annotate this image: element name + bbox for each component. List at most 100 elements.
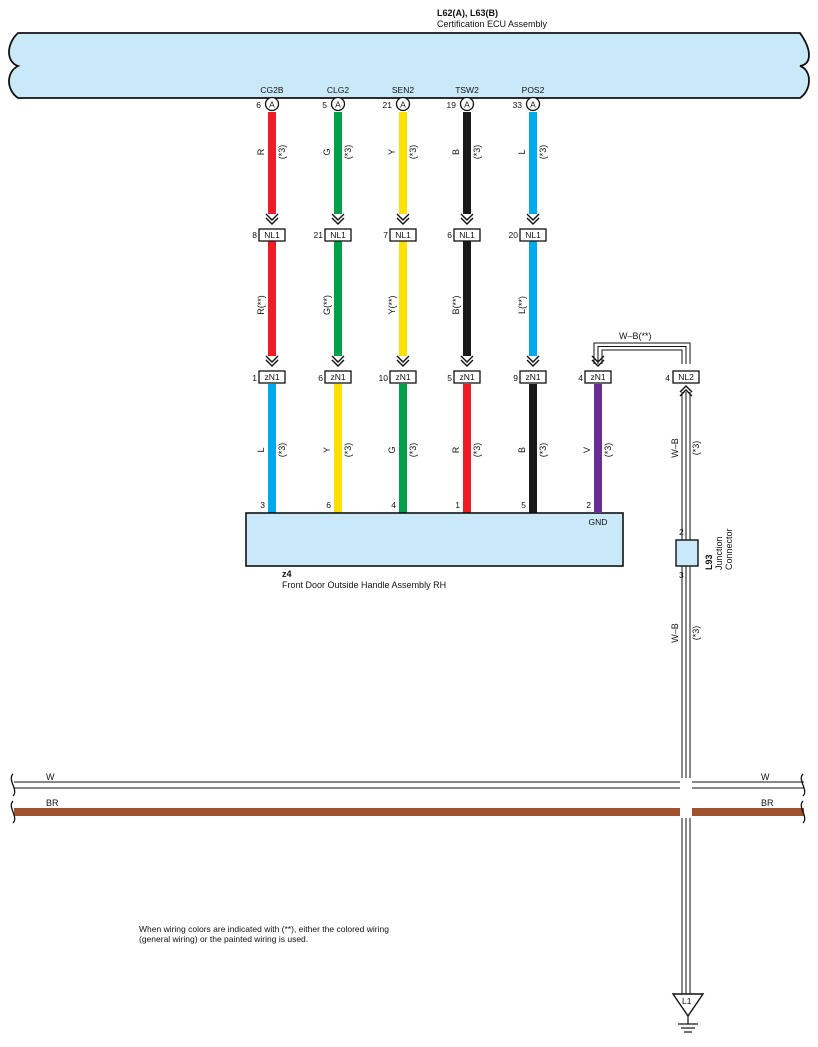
gnd-z4-terminal: GND	[589, 517, 608, 527]
wire-color-lower: L	[256, 447, 266, 452]
ground-triangle	[671, 993, 705, 1018]
wb-tag-lower: (*3)	[691, 626, 701, 641]
wire-color-middle: L(**)	[517, 296, 527, 314]
nl1-box	[519, 228, 547, 242]
nl2-box	[672, 370, 700, 384]
bus-end-break-1-1	[800, 800, 806, 824]
nl1-label: NL1	[525, 230, 541, 240]
note-line-1: When wiring colors are indicated with (*…	[139, 924, 389, 934]
bus-end-break-0-1	[10, 800, 16, 824]
zn1-box	[324, 370, 352, 384]
zn1-box	[519, 370, 547, 384]
connector-id: A	[464, 100, 470, 110]
wire-tag-upper: (*3)	[408, 145, 418, 160]
wire-tag-lower: (*3)	[277, 443, 287, 458]
wire-color-upper: Y	[387, 149, 397, 155]
zn1-pin: 5	[447, 373, 452, 383]
chevron-nl1	[265, 213, 279, 225]
ecu-terminal: SEN2	[392, 85, 414, 95]
chevron-zn1	[331, 355, 345, 367]
wire-tag-upper: (*3)	[277, 145, 287, 160]
wb-label-upper: W–B	[670, 438, 680, 458]
junction-pin-bottom: 3	[679, 570, 684, 580]
ecu-terminal: CG2B	[260, 85, 283, 95]
chevron-zn1	[526, 355, 540, 367]
br-bus-label-left: BR	[46, 798, 59, 808]
junction-name-1: Junction	[714, 536, 724, 570]
nl1-label: NL1	[330, 230, 346, 240]
ecu-terminal: TSW2	[455, 85, 479, 95]
wire-color-middle: R(**)	[256, 295, 266, 315]
front-door-handle-assembly: z4 Front Door Outside Handle Assembly RH	[245, 512, 624, 590]
junction-ref: L93	[704, 554, 714, 570]
br-bus-label-right: BR	[761, 798, 774, 808]
nl1-pin: 21	[314, 230, 324, 240]
ground-symbol: L1	[671, 993, 705, 1033]
ground-label: L1	[682, 996, 692, 1006]
junction-body	[675, 539, 699, 567]
chevron-nl2	[679, 385, 693, 397]
jumper-wire-center	[597, 346, 687, 364]
nl1-pin: 6	[447, 230, 452, 240]
z4-pin: 5	[521, 500, 526, 510]
connector-id: A	[400, 100, 406, 110]
nl1-box	[324, 228, 352, 242]
nl2-pin: 4	[665, 373, 670, 383]
ecu-pin: 6	[256, 100, 261, 110]
nl1-label: NL1	[395, 230, 411, 240]
wire-tag-lower: (*3)	[343, 443, 353, 458]
connector-id: A	[530, 100, 536, 110]
z4-pin: 3	[260, 500, 265, 510]
zn1-label: zN1	[525, 372, 540, 382]
wire-tag-lower: (*3)	[538, 443, 548, 458]
ecu-terminal: CLG2	[327, 85, 349, 95]
gnd-zn1-label: zN1	[590, 372, 605, 382]
nl1-box	[258, 228, 286, 242]
chevron-nl1	[331, 213, 345, 225]
gnd-zn1-pin: 4	[578, 373, 583, 383]
zn1-box	[453, 370, 481, 384]
connector-circle	[395, 96, 411, 112]
connector-circle	[264, 96, 280, 112]
chevron-zn1	[396, 355, 410, 367]
nl1-pin: 8	[252, 230, 257, 240]
gnd-wire-color: V	[582, 447, 592, 453]
bus-end-break-0-0	[10, 773, 16, 797]
ecu-pin: 19	[447, 100, 457, 110]
nl1-pin: 20	[509, 230, 519, 240]
chevron-nl1	[460, 213, 474, 225]
zn1-box	[258, 370, 286, 384]
zn1-pin: 6	[318, 373, 323, 383]
ecu-name: Certification ECU Assembly	[437, 19, 548, 29]
zn1-box	[389, 370, 417, 384]
chevron-zn1	[265, 355, 279, 367]
junction-name-2: Connector	[724, 528, 734, 570]
zn1-pin: 10	[379, 373, 389, 383]
chevron-gnd-zn1	[591, 355, 605, 367]
ecu-ref: L62(A), L63(B)	[437, 8, 498, 18]
note-line-2: (general wiring) or the painted wiring i…	[139, 934, 308, 944]
chevron-nl1	[526, 213, 540, 225]
nl1-box	[389, 228, 417, 242]
chevron-nl1	[396, 213, 410, 225]
w-bus-label-right: W	[761, 772, 770, 782]
connector-circle	[525, 96, 541, 112]
wire-tag-lower: (*3)	[408, 443, 418, 458]
wire-tag-lower: (*3)	[472, 443, 482, 458]
z4-name: Front Door Outside Handle Assembly RH	[282, 580, 446, 590]
wire-color-lower: Y	[322, 447, 332, 453]
z4-pin: 6	[326, 500, 331, 510]
zn1-label: zN1	[264, 372, 279, 382]
wiring-color-note: When wiring colors are indicated with (*…	[139, 924, 389, 944]
wire-color-lower: B	[517, 447, 527, 453]
nl1-box	[453, 228, 481, 242]
ecu-pin: 21	[383, 100, 393, 110]
z4-body	[245, 512, 624, 567]
wire-tag-upper: (*3)	[472, 145, 482, 160]
zn1-pin: 9	[513, 373, 518, 383]
